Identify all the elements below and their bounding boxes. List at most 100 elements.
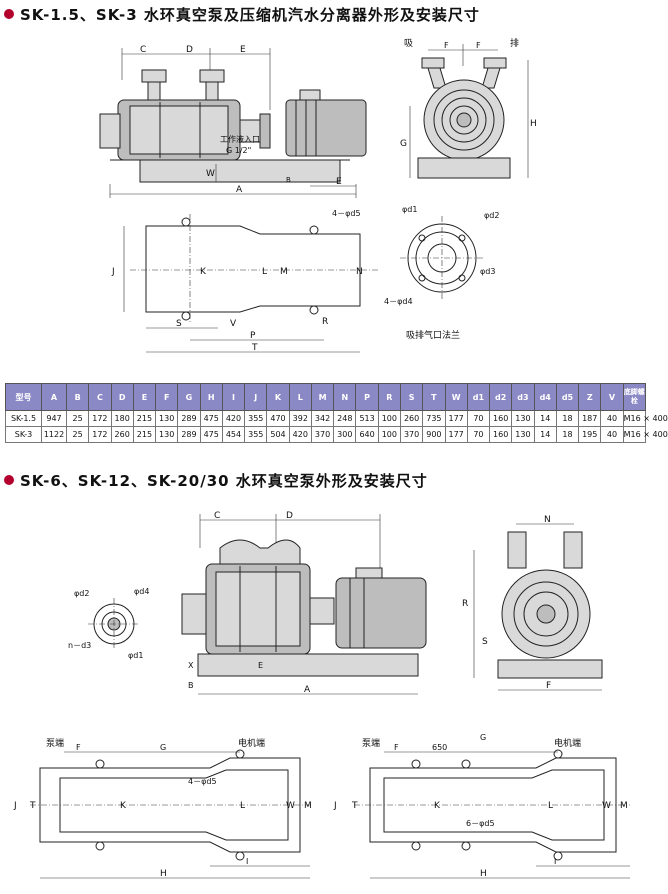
spec-cell: 392 bbox=[288, 410, 312, 427]
spec-cell: 70 bbox=[466, 410, 491, 427]
spec-cell: 504 bbox=[266, 426, 290, 443]
dim-e2: E bbox=[336, 177, 342, 187]
spec-cell: 130 bbox=[511, 426, 535, 443]
spec-header-cell: J bbox=[244, 383, 268, 411]
pr-dim-j: J bbox=[333, 801, 337, 811]
sk2-dim-n: N bbox=[544, 515, 551, 525]
suction-label: 吸 bbox=[404, 38, 413, 49]
spec-cell: 130 bbox=[511, 410, 535, 427]
spec-header-cell: G bbox=[177, 383, 201, 411]
spec-cell: 14 bbox=[533, 410, 557, 427]
spec-cell: 355 bbox=[244, 426, 268, 443]
pr-dim-k: K bbox=[434, 801, 441, 811]
spec-cell: 70 bbox=[466, 426, 491, 443]
pl-dim-i: I bbox=[246, 857, 248, 866]
pr-holes: 6－φd5 bbox=[466, 819, 495, 828]
spec-cell: 355 bbox=[244, 410, 268, 427]
spec-header-cell: 型号 bbox=[5, 383, 42, 411]
pr-dim-i: I bbox=[554, 857, 556, 866]
spec-header-cell: d2 bbox=[489, 383, 513, 411]
spec-cell: 640 bbox=[355, 426, 379, 443]
sk2-end-view-drawing: N R S F bbox=[462, 515, 603, 691]
spec-cell: 947 bbox=[41, 410, 67, 427]
bullet-icon bbox=[4, 9, 14, 19]
spec-cell: 420 bbox=[221, 410, 246, 427]
sk2-dim-x: X bbox=[188, 661, 194, 670]
discharge-label: 排 bbox=[510, 37, 519, 49]
spec-header-cell: R bbox=[377, 383, 401, 411]
spec-cell: 40 bbox=[600, 410, 624, 427]
spec-header-cell: 底脚螺栓 bbox=[622, 383, 647, 411]
spec-header-cell: d5 bbox=[555, 383, 580, 411]
sk2-flange-d2: φd2 bbox=[74, 589, 89, 598]
pr-dim-650: 650 bbox=[432, 743, 447, 752]
sk1-flange-drawing: φd1 φd2 φd3 4－φd4 吸排气口法兰 bbox=[384, 205, 499, 341]
bullet-icon bbox=[4, 475, 14, 485]
dim-s: S bbox=[176, 319, 182, 329]
spec-cell: 370 bbox=[310, 426, 335, 443]
spec-cell: 420 bbox=[288, 426, 312, 443]
dim-l: L bbox=[262, 267, 267, 277]
sk2-side-view-drawing: C D X E B A bbox=[181, 511, 427, 695]
spec-header-cell: C bbox=[88, 383, 112, 411]
section1-title: SK-1.5、SK-3 水环真空泵及压缩机汽水分离器外形及安装尺寸 bbox=[20, 5, 480, 24]
pr-dim-m: M bbox=[620, 801, 628, 811]
sk2-dim-b: B bbox=[188, 681, 194, 690]
section1-heading: SK-1.5、SK-3 水环真空泵及压缩机汽水分离器外形及安装尺寸 bbox=[4, 4, 480, 24]
sk2-flange-d3: n－d3 bbox=[68, 641, 91, 650]
spec-cell: 475 bbox=[199, 426, 223, 443]
dim-c: C bbox=[140, 45, 146, 55]
spec-header-cell: D bbox=[110, 383, 134, 411]
sk2-plan-right-drawing: 泵端 电机端 F 650 G 6－φd5 J T K L W M I H bbox=[333, 733, 630, 879]
sk1-side-view-drawing: C D E 工作液入口 G 1/2" W B E bbox=[99, 45, 367, 198]
sk2-dim-a: A bbox=[304, 685, 311, 695]
spec-header-cell: M bbox=[310, 383, 335, 411]
spec-header-cell: d1 bbox=[466, 383, 491, 411]
spec-cell: 300 bbox=[333, 426, 357, 443]
spec-header-cell: F bbox=[155, 383, 179, 411]
spec-cell: M16 × 400 bbox=[622, 426, 668, 443]
spec-header-cell: Z bbox=[578, 383, 602, 411]
spec-cell: 25 bbox=[65, 426, 90, 443]
pl-dim-m: M bbox=[304, 801, 312, 811]
dim-a: A bbox=[236, 185, 243, 195]
dim-g: G bbox=[400, 139, 407, 149]
spec-cell: 160 bbox=[489, 410, 513, 427]
pl-dim-k: K bbox=[120, 801, 127, 811]
spec-cell: 172 bbox=[88, 426, 112, 443]
spec-header-cell: W bbox=[444, 383, 468, 411]
spec-cell: 18 bbox=[555, 410, 580, 427]
spec-header-cell: N bbox=[333, 383, 357, 411]
spec-header-cell: E bbox=[132, 383, 157, 411]
pl-dim-g: G bbox=[160, 743, 166, 752]
spec-header-cell: S bbox=[399, 383, 424, 411]
pl-pump-end: 泵端 bbox=[46, 737, 64, 749]
spec-cell: 172 bbox=[88, 410, 112, 427]
spec-cell: 100 bbox=[377, 410, 401, 427]
flange-d1: φd1 bbox=[402, 205, 417, 214]
spec-cell: 100 bbox=[377, 426, 401, 443]
spec-header-cell: d4 bbox=[533, 383, 557, 411]
section2-title: SK-6、SK-12、SK-20/30 水环真空泵外形及安装尺寸 bbox=[20, 471, 428, 490]
spec-header-cell: K bbox=[266, 383, 290, 411]
spec-header-cell: I bbox=[221, 383, 246, 411]
inlet-label: 工作液入口 bbox=[220, 134, 260, 144]
spec-cell: 260 bbox=[110, 426, 134, 443]
spec-cell: 177 bbox=[444, 410, 468, 427]
spec-cell: 1122 bbox=[41, 426, 67, 443]
spec-cell: 215 bbox=[132, 410, 157, 427]
spec-cell: 470 bbox=[266, 410, 290, 427]
sk2-dim-e: E bbox=[258, 661, 263, 670]
inlet-size: G 1/2" bbox=[226, 146, 251, 155]
spec-cell: 25 bbox=[65, 410, 90, 427]
pr-dim-h: H bbox=[480, 869, 487, 879]
spec-cell: 187 bbox=[578, 410, 602, 427]
spec-cell: 248 bbox=[333, 410, 357, 427]
plan-holes-label: 4－φd5 bbox=[332, 209, 361, 218]
pl-dim-w: W bbox=[286, 801, 295, 811]
dim-j: J bbox=[111, 267, 115, 277]
